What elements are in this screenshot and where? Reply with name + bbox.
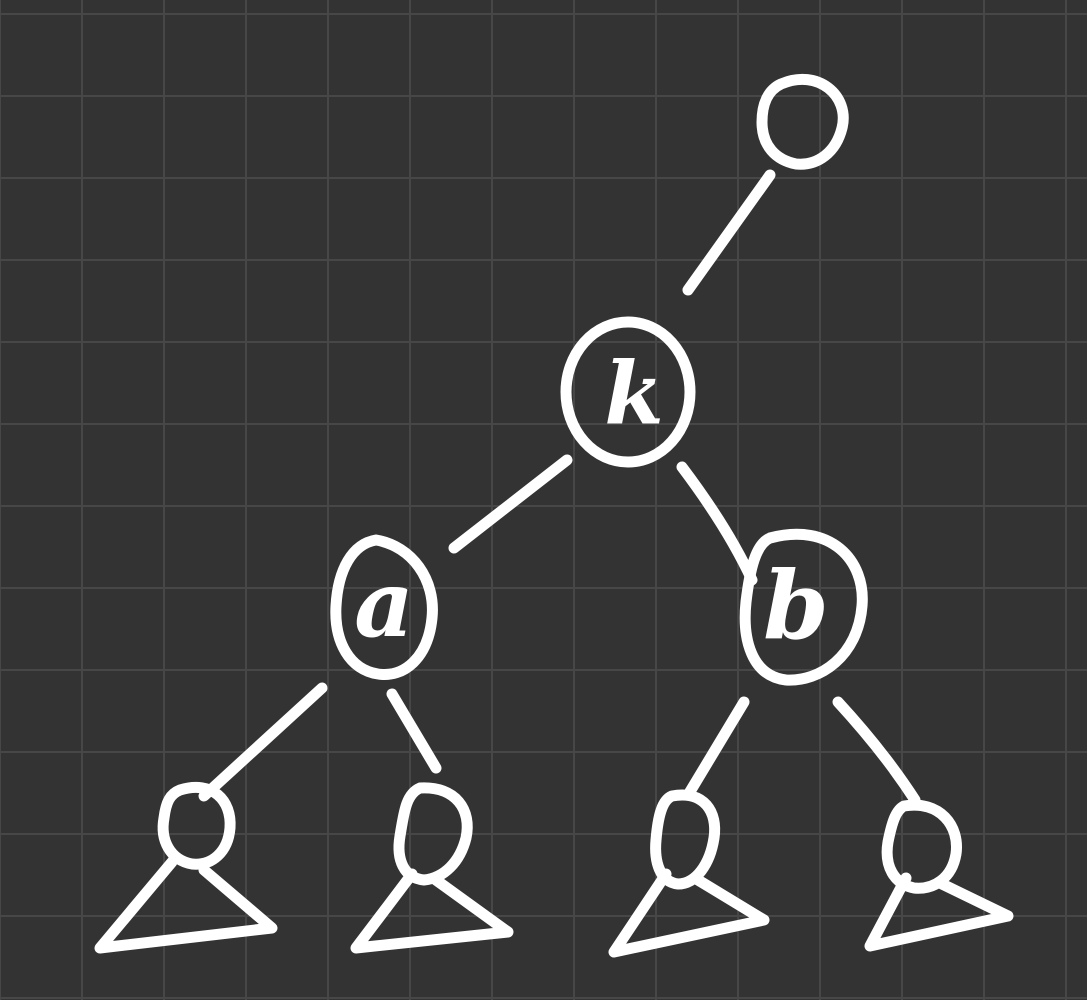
node-k-label: k [604,344,664,445]
node-b: b [739,528,868,686]
edge-a-right [386,688,442,774]
edge-a-left [198,682,328,802]
edge-root-k [682,169,776,296]
subtree-a-right [350,782,514,954]
node-a: a [330,534,438,680]
tree-edges [198,169,921,806]
node-b-label: b [763,551,829,661]
subtree-b-left [608,789,770,958]
edge-k-a [448,454,573,554]
tree-nodes: k a b [94,73,1014,958]
edge-b-left [682,696,750,801]
subtree-a-left [94,781,278,954]
subtree-b-right [864,799,1014,952]
edge-b-right [832,696,921,806]
edge-k-b [676,461,758,586]
node-root [756,73,849,170]
node-a-label: a [354,550,414,658]
node-k: k [560,316,696,468]
